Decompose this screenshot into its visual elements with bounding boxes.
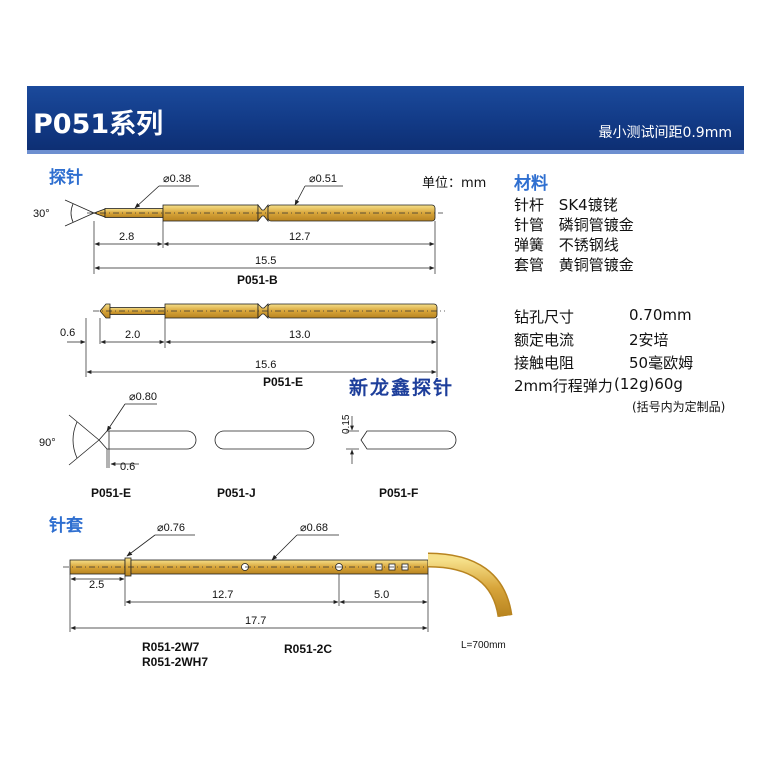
b-tip-length-label: 2.8 bbox=[119, 231, 134, 243]
spec-sheet: P051系列 最小测试间距0.9mm 探针 针套 单位：mm 材料 针杆 SK4… bbox=[27, 86, 744, 684]
min-pitch-label: 最小测试间距0.9mm bbox=[598, 125, 732, 141]
spec-row: 2mm行程弹力 (12g)60g bbox=[514, 375, 683, 396]
spec-value: 2安培 bbox=[629, 331, 669, 349]
b-total-length-label: 15.5 bbox=[255, 255, 276, 267]
sleeve-model-label-3: R051-2C bbox=[284, 642, 332, 656]
e-barrel-length-label: 13.0 bbox=[289, 329, 310, 341]
sleeve-model-label-2: R051-2WH7 bbox=[142, 655, 208, 669]
sleeve-head-length-label: 2.5 bbox=[89, 579, 104, 591]
e-head-length-label: 2.0 bbox=[125, 329, 140, 341]
material-value: 不锈钢线 bbox=[558, 236, 619, 254]
tip-e-detail bbox=[68, 403, 197, 468]
sleeve-head-diameter-label: ⌀0.76 bbox=[157, 522, 185, 534]
spec-name: 钻孔尺寸 bbox=[514, 308, 575, 326]
section-material-title: 材料 bbox=[514, 174, 548, 194]
custom-note: (括号内为定制品) bbox=[632, 400, 726, 414]
probe-b-drawing bbox=[64, 185, 443, 274]
tip-f-model-label: P051-F bbox=[379, 486, 418, 500]
material-row: 针管 磷铜管镀金 bbox=[514, 214, 634, 235]
e-tip-length-label: 0.6 bbox=[60, 327, 75, 339]
probe-e-drawing bbox=[67, 303, 445, 377]
sleeve-drawing bbox=[63, 534, 513, 632]
tip-e-model-label: P051-E bbox=[91, 486, 131, 500]
material-row: 弹簧 不锈钢线 bbox=[514, 234, 619, 255]
material-row: 针杆 SK4镀铑 bbox=[514, 194, 618, 215]
sleeve-mid-length-label: 12.7 bbox=[212, 589, 233, 601]
tip-e-length-label: 0.6 bbox=[120, 461, 135, 473]
unit-label: 单位：mm bbox=[422, 176, 487, 191]
section-probe-title: 探针 bbox=[49, 168, 83, 188]
material-part: 针杆 bbox=[514, 196, 545, 214]
spec-row: 钻孔尺寸 0.70mm bbox=[514, 306, 692, 327]
section-sleeve-title: 针套 bbox=[49, 516, 83, 536]
b-model-label: P051-B bbox=[237, 273, 278, 287]
material-value: 黄铜管镀金 bbox=[558, 256, 634, 274]
tip-j-model-label: P051-J bbox=[217, 486, 256, 500]
material-part: 针管 bbox=[514, 216, 545, 234]
material-row: 套管 黄铜管镀金 bbox=[514, 254, 634, 275]
page-title: P051系列 bbox=[33, 109, 164, 140]
spec-row: 额定电流 2安培 bbox=[514, 329, 669, 350]
b-barrel-diameter-label: ⌀0.51 bbox=[309, 173, 337, 185]
e-model-label: P051-E bbox=[263, 375, 303, 389]
b-tip-diameter-label: ⌀0.38 bbox=[163, 173, 191, 185]
tip-e-diameter-label: ⌀0.80 bbox=[129, 391, 157, 403]
material-part: 套管 bbox=[514, 256, 545, 274]
spec-name: 2mm行程弹力 bbox=[514, 377, 613, 395]
sleeve-tube-diameter-label: ⌀0.68 bbox=[300, 522, 328, 534]
spec-value: 0.70mm bbox=[629, 306, 692, 324]
b-barrel-length-label: 12.7 bbox=[289, 231, 310, 243]
sleeve-model-label-1: R051-2W7 bbox=[142, 640, 200, 654]
b-tip-angle-label: 30° bbox=[33, 208, 50, 220]
spec-row: 接触电阻 50毫欧姆 bbox=[514, 352, 693, 373]
e-total-length-label: 15.6 bbox=[255, 359, 276, 371]
sleeve-tail-length-label: 5.0 bbox=[374, 589, 389, 601]
tip-f-detail bbox=[346, 416, 457, 464]
header-stripe bbox=[27, 150, 744, 154]
tip-f-length-label: 0.15 bbox=[341, 414, 352, 434]
spec-value: 50毫欧姆 bbox=[629, 354, 694, 372]
material-value: SK4镀铑 bbox=[558, 196, 618, 214]
spec-value: (12g)60g bbox=[614, 375, 683, 393]
material-part: 弹簧 bbox=[514, 236, 545, 254]
probe-drawing: 30° ⌀0.38 ⌀0.51 2.8 12.7 15.5 P051-B 0.6… bbox=[33, 173, 513, 669]
header-banner: P051系列 最小测试间距0.9mm bbox=[27, 86, 744, 152]
brand-watermark: 新龙鑫探针 bbox=[349, 377, 455, 399]
wire-length-label: L=700mm bbox=[461, 640, 506, 651]
tip-e-angle-label: 90° bbox=[39, 437, 56, 449]
spec-name: 接触电阻 bbox=[514, 354, 575, 372]
spec-name: 额定电流 bbox=[514, 331, 575, 349]
sleeve-total-length-label: 17.7 bbox=[245, 615, 266, 627]
material-value: 磷铜管镀金 bbox=[558, 216, 634, 234]
tip-j-detail bbox=[214, 430, 315, 450]
